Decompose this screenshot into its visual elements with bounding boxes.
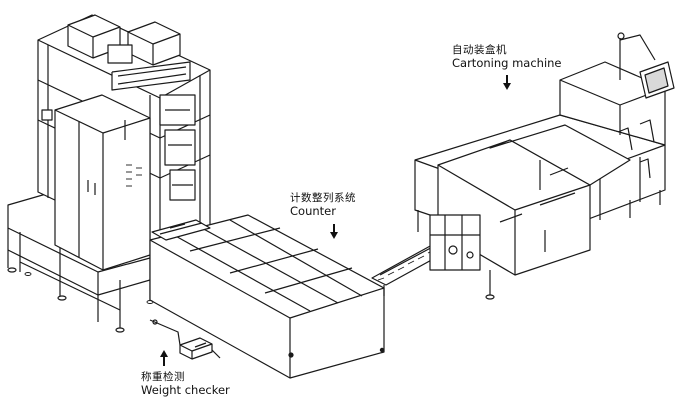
label-cartoning-machine: 自动装盒机 Cartoning machine: [452, 44, 562, 70]
floor-details: [24, 272, 154, 304]
label-weight-checker: 称重检测 Weight checker: [141, 371, 230, 397]
label-counter-cn: 计数整列系统: [290, 192, 356, 204]
packing-machine: [7, 15, 210, 333]
label-weight-cn: 称重检测: [141, 371, 185, 383]
label-counter: 计数整列系统 Counter: [290, 192, 356, 218]
counter-machine: [150, 215, 384, 378]
weight-checker: [150, 319, 220, 359]
label-weight-en: Weight checker: [141, 383, 230, 397]
label-cartoning-en: Cartoning machine: [452, 56, 562, 70]
cartoning-machine: [415, 32, 674, 300]
label-cartoning-cn: 自动装盒机: [452, 44, 507, 56]
label-counter-en: Counter: [290, 204, 336, 218]
